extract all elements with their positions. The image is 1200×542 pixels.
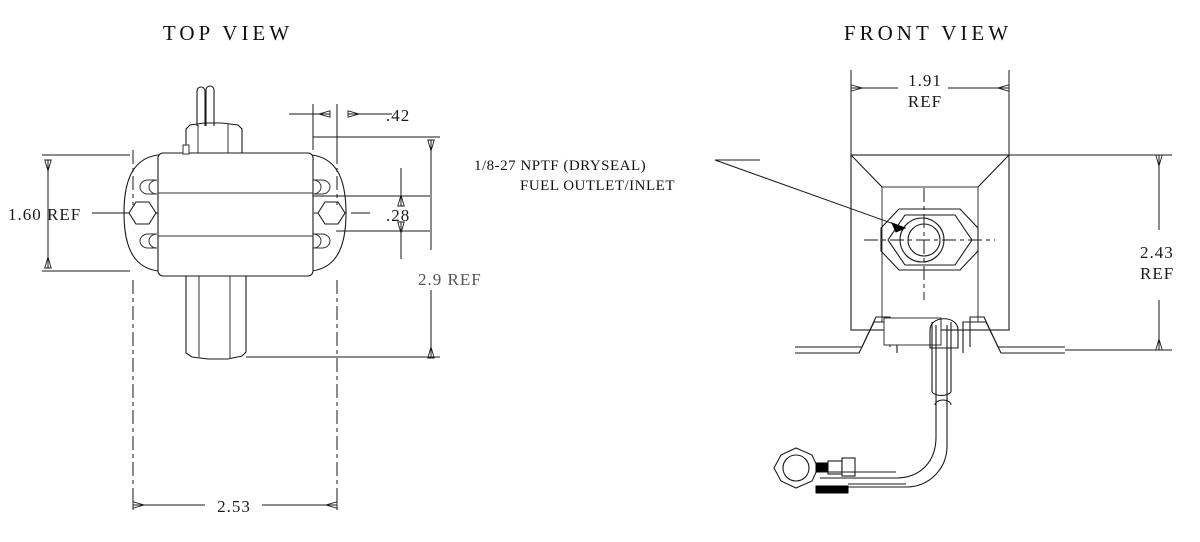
top-view-body-rectangle <box>157 152 314 277</box>
top-view-upper-hex-fitting <box>185 122 243 153</box>
dim-2-43-value: 2.43 <box>1140 243 1174 262</box>
dim-0-42-label: .42 <box>386 106 410 125</box>
dim-2-43-suffix: REF <box>1140 264 1174 283</box>
dim-2-9-ref-label: 2.9 REF <box>418 270 482 289</box>
fuel-note-leader-arrowhead <box>891 222 907 233</box>
front-view-wire-inner <box>830 325 948 488</box>
front-view-chamfer-right <box>977 154 1010 188</box>
top-view-right-flange-outline <box>311 154 347 272</box>
top-view-left-slot-upper <box>139 179 158 195</box>
front-view-ring-terminal-hole <box>782 454 810 482</box>
top-view-title: TOP VIEW <box>163 21 293 45</box>
front-view-wire-sleeve-edges <box>931 322 952 392</box>
front-view-dimensions <box>850 70 1172 351</box>
front-view-crimp-barrel-2 <box>841 457 856 477</box>
dim-1-91-suffix: REF <box>908 92 942 111</box>
top-view-wire-rod-left <box>196 86 206 126</box>
front-view-wire-sleeve-lower-top <box>934 399 952 406</box>
dim-1-91-value: 1.91 <box>908 71 942 90</box>
front-view-wire-grommet <box>929 318 959 349</box>
front-view-wire-sleeve-bottom <box>931 391 952 396</box>
top-view-right-slot-lower <box>312 233 331 249</box>
front-view-hex-boss-outer <box>880 208 979 271</box>
fuel-port-note-line2: FUEL OUTLET/INLET <box>520 178 675 194</box>
top-view-geometry <box>92 85 370 513</box>
top-view-terminal-tab <box>182 144 190 155</box>
fuel-note-leader-diagonal <box>714 159 906 229</box>
front-view-title: FRONT VIEW <box>844 21 1012 45</box>
annotation-leaders <box>714 159 907 233</box>
top-view-left-hex-boss <box>128 201 157 225</box>
front-view-geometry <box>773 154 1118 494</box>
front-view-wire-outer <box>820 325 937 479</box>
top-view-wire-rod-right <box>205 85 215 126</box>
top-view-dimensions <box>42 104 440 505</box>
top-view-lower-hex-fitting <box>185 276 247 360</box>
fuel-port-note-line1: 1/8-27 NPTF (DRYSEAL) <box>474 158 646 174</box>
front-view-crimp-dark-1 <box>815 462 829 473</box>
dim-2-53-label: 2.53 <box>217 497 251 516</box>
top-view-right-slot-upper <box>312 179 331 195</box>
front-view-crimp-dark-2 <box>815 485 849 494</box>
front-view-chamfer-left <box>850 154 883 188</box>
top-view-right-hex-boss <box>317 201 346 225</box>
top-view-left-slot-lower <box>139 233 158 249</box>
front-view-right-foot-inner <box>969 316 1065 348</box>
dim-1-60-ref-label: 1.60 REF <box>8 205 81 224</box>
dim-0-28-label: .28 <box>386 206 410 225</box>
